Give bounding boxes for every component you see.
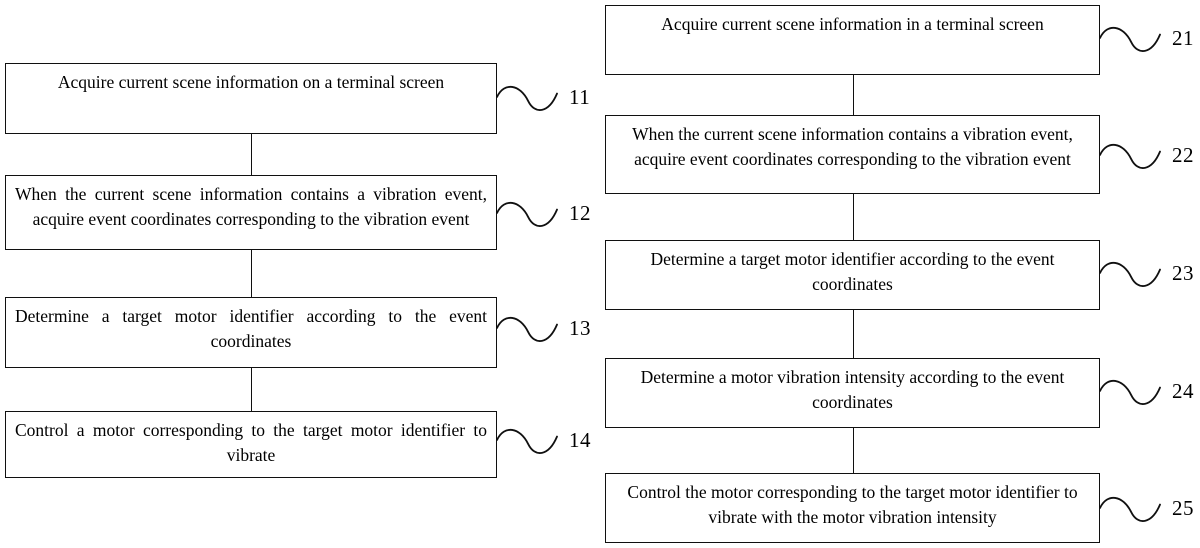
leader-squiggle-14 (496, 423, 558, 457)
flow-step-box-13: Determine a target motor identifier acco… (5, 297, 497, 368)
flow-step-box-21: Acquire current scene information in a t… (605, 5, 1100, 75)
leader-squiggle-21 (1099, 21, 1161, 55)
leader-squiggle-24 (1099, 374, 1161, 408)
flow-step-box-11: Acquire current scene information on a t… (5, 63, 497, 134)
flow-step-box-14: Control a motor corresponding to the tar… (5, 411, 497, 478)
step-number-13: 13 (569, 316, 591, 340)
step-number-22: 22 (1172, 143, 1194, 167)
flow-connector (251, 368, 252, 411)
leader-squiggle-11 (496, 80, 558, 114)
leader-squiggle-23 (1099, 256, 1161, 290)
flow-connector (251, 250, 252, 297)
step-number-11: 11 (569, 85, 591, 109)
flow-connector (853, 194, 854, 240)
step-number-25: 25 (1172, 496, 1194, 520)
flow-connector (853, 428, 854, 473)
step-number-21: 21 (1172, 26, 1194, 50)
step-number-24: 24 (1172, 379, 1194, 403)
step-number-23: 23 (1172, 261, 1194, 285)
flow-step-box-24: Determine a motor vibration intensity ac… (605, 358, 1100, 428)
flow-connector (853, 310, 854, 358)
flow-step-box-23: Determine a target motor identifier acco… (605, 240, 1100, 310)
flow-step-box-25: Control the motor corresponding to the t… (605, 473, 1100, 543)
leader-squiggle-25 (1099, 491, 1161, 525)
leader-squiggle-12 (496, 196, 558, 230)
flow-step-box-12: When the current scene information conta… (5, 175, 497, 250)
flow-step-box-22: When the current scene information conta… (605, 115, 1100, 194)
leader-squiggle-22 (1099, 138, 1161, 172)
step-number-14: 14 (569, 428, 591, 452)
step-number-12: 12 (569, 201, 591, 225)
flow-connector (251, 134, 252, 175)
flow-connector (853, 75, 854, 115)
leader-squiggle-13 (496, 311, 558, 345)
